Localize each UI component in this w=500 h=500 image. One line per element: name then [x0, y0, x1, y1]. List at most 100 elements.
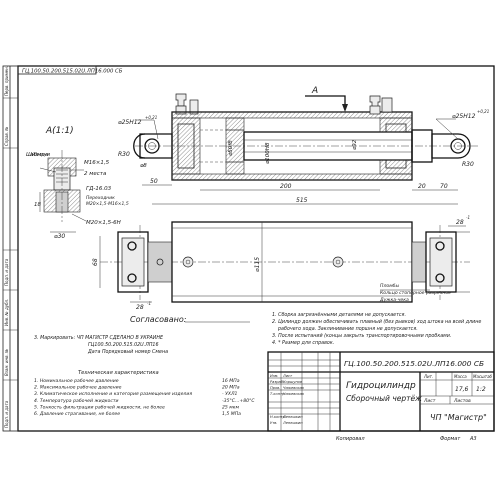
side-stamp-label: Подп. и дата — [4, 400, 9, 428]
marking-line: Дата Порядковый номер Смена — [87, 349, 168, 355]
role-name: Чижевских — [283, 386, 305, 390]
view-a-arrow — [305, 95, 346, 110]
title-block — [267, 351, 495, 432]
tech-item-label: 5. Тонкость фильтрации рабочей жидкости,… — [34, 404, 165, 410]
role-label: Изм. — [270, 374, 278, 378]
tech-item-value: -35°С...+80°С — [222, 398, 255, 404]
view-a-label: A — [311, 86, 318, 96]
tech-note: рабочего хода. Заклинивание поршня не до… — [277, 326, 418, 332]
label-adapter-spec: M20×1,5-M16×1,5 — [86, 201, 129, 207]
scale-value: 1:2 — [476, 386, 486, 393]
dim-r30-right: R30 — [462, 161, 474, 168]
dim-rod-92: ⌀92 — [352, 139, 358, 150]
agreed-label: Согласовано: — [130, 315, 187, 324]
side-stamp-label: Перв. примен. — [4, 66, 9, 96]
label-places: 2 места — [84, 171, 107, 177]
dim-18: 18 — [34, 202, 41, 208]
role-name: Лепешкин — [282, 415, 303, 419]
tech-item-value: 25 мкм — [222, 404, 240, 410]
bottom-view-dimensions: 68 ⌀115 28 -1 28 -1 — [92, 215, 470, 311]
label-shim: Шайба медная — [26, 152, 51, 158]
dim-20: 20 — [418, 183, 426, 190]
label-m20: M20×1,5-6H — [86, 220, 121, 226]
tech-item-value: 20 МПа — [222, 385, 240, 391]
cylinder-bottom-view — [100, 221, 470, 303]
rotated-code-text: ГЦ.100.50.200.515.02U.ЛП16.000 СБ — [22, 69, 123, 75]
tech-list: 1. Номинальное рабочее давление 16 МПа 2. … — [34, 378, 255, 417]
role-label: Лист — [282, 374, 293, 378]
scale-label: Масштаб — [473, 374, 493, 379]
label-m16: M16×1,5 — [84, 160, 110, 166]
marking-line: 3. Маркировать: ЧП МАГИСТР СДЕЛАНО В УКР… — [34, 335, 164, 341]
tech-item-label: 6. Давление страгивания, не более — [34, 411, 120, 417]
tech-note: 3. После испытаний (концы закрыть трансп… — [272, 333, 451, 339]
role-name: Чижевских — [283, 392, 305, 396]
dim-515: 515 — [296, 197, 308, 204]
mass-value: 17,6 — [455, 386, 469, 393]
side-stamp-label: Справ. № — [4, 127, 9, 146]
tech-item-label: 3. Климатическое исполнение и категория … — [34, 391, 192, 397]
side-stamp-rows — [3, 97, 18, 381]
rotated-code-box — [17, 65, 97, 75]
dim-115: ⌀115 — [254, 257, 261, 272]
tech-note: 4. * Размер для справок. — [272, 340, 334, 346]
copied-label: Копировал — [336, 436, 365, 442]
section-a-detail: A(1:1) 18 ⌀30 Шайба медная M16×1,5 2 мес… — [26, 126, 129, 240]
tech-item-label: 1. Номинальное рабочее давление — [34, 378, 119, 384]
role-label: Утв. — [270, 421, 278, 425]
title-name-2: Сборочный чертёж — [346, 394, 422, 403]
dim-hole-left-tol: +0,21 — [145, 115, 157, 120]
role-name: Лепешкин — [282, 421, 303, 425]
dim-28-right-tol: -1 — [466, 215, 470, 220]
tech-item-label: 4. Температура рабочей жидкости — [34, 398, 119, 404]
sheet-label: Лист — [423, 398, 436, 404]
tech-item-value: 16 МПа — [222, 378, 240, 384]
dim-68: 68 — [92, 258, 99, 266]
mass-label: Масса — [454, 374, 467, 379]
view-a-arrowhead — [342, 104, 348, 112]
side-stamp-column — [2, 65, 19, 432]
tech-item-value: - УХЛ1 — [222, 391, 238, 397]
label-gd: ГД-16.03 — [86, 186, 112, 192]
lit-label: Лит. — [423, 374, 433, 379]
dim-hole-right-tol: +0,21 — [477, 109, 489, 114]
dim-d8: ⌀8 — [140, 163, 147, 169]
tech-title: Техническая характеристика — [78, 370, 159, 376]
dim-bore-100: ⌀100H8 — [265, 142, 271, 164]
dim-70: 70 — [440, 183, 448, 190]
dim-r30-left: R30 — [118, 151, 130, 158]
dim-28-bottom-tol: -1 — [147, 301, 151, 306]
format-value: А3 — [469, 436, 477, 442]
plug-note-line: Кольцо стопорное разрезное — [380, 290, 451, 296]
dim-d30: ⌀30 — [54, 233, 65, 240]
title-name-1: Гидроцилиндр — [346, 381, 416, 391]
marking-line: ГЦ100.50.200.515.02U.ЛП16 — [88, 342, 159, 348]
company-name: ЧП "Магистр" — [430, 413, 487, 422]
dim-bore-50: ⌀50f8 — [228, 140, 234, 156]
cylinder-section-view — [133, 93, 478, 181]
role-label: Н.контр. — [270, 415, 286, 419]
role-name: Коршунов — [283, 380, 302, 384]
role-label: Т.контр. — [270, 392, 286, 396]
tech-note: 2. Цилиндр должен обеспечивать плавный (… — [272, 319, 481, 325]
label-adapter: Переходник — [86, 195, 115, 201]
role-label: Разраб. — [270, 380, 284, 384]
dim-hole-right: ⌀25H12 — [452, 113, 476, 120]
dim-hole-left: ⌀25H12 — [118, 119, 142, 126]
dim-28-right: 28 — [456, 219, 464, 226]
plug-note-line: Дужка-чека — [379, 297, 409, 303]
plug-note-line: Пломбы — [380, 283, 399, 289]
tech-note: 1. Сборка загрязнёнными деталями не допу… — [272, 312, 406, 318]
tech-item-value: 1,5 МПа — [222, 411, 241, 417]
side-stamp-label: Взам. инв. № — [4, 349, 9, 376]
title-code: ГЦ.100.50.200.515.02U.ЛП16.000 СБ — [344, 359, 484, 368]
dim-28-bottom: 28 — [136, 304, 144, 311]
dim-50: 50 — [150, 178, 158, 185]
section-a-label: A(1:1) — [45, 126, 74, 136]
top-view-dimensions: ⌀25H12 +0,21 ⌀25H12 +0,21 R30 R30 ⌀8 ⌀50… — [118, 109, 489, 205]
side-stamp-label: Подп. и дата — [4, 258, 9, 286]
role-label: Пров. — [270, 386, 280, 390]
side-stamp-label: Инв. № дубл. — [4, 299, 9, 326]
tech-item-label: 2. Максимальное рабочее давление — [34, 385, 122, 391]
